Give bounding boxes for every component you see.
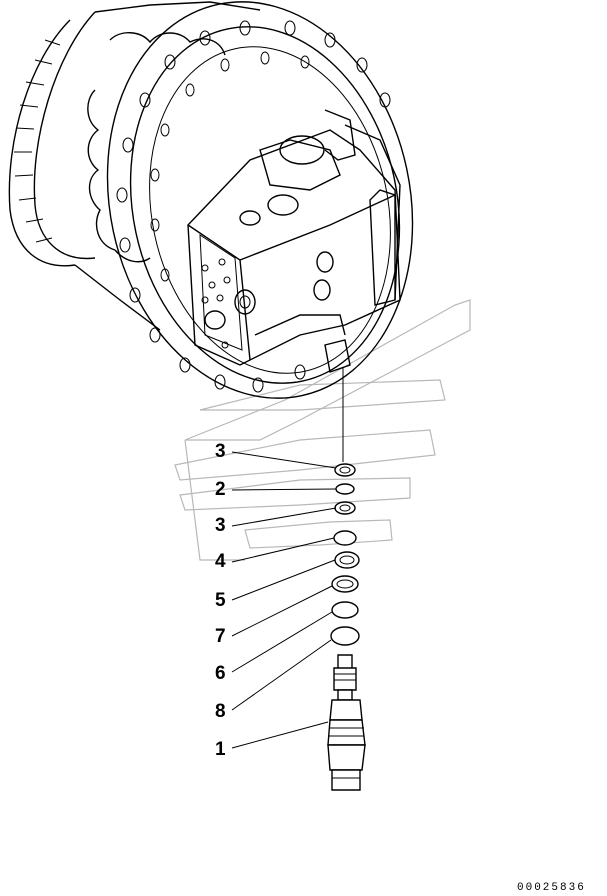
part-8 (330, 626, 360, 646)
parts-stack (327, 463, 366, 791)
travel-motor-housing (8, 1, 414, 399)
callout-7: 7 (215, 626, 226, 647)
callout-8: 8 (215, 701, 226, 722)
callout-1: 1 (215, 739, 226, 760)
callout-3-lower: 3 (215, 515, 226, 536)
callout-leaders (231, 451, 337, 749)
callout-5: 5 (215, 590, 226, 611)
callout-3-upper: 3 (215, 441, 226, 462)
part-1-valve-cartridge (327, 654, 366, 791)
part-4 (333, 530, 357, 546)
watermark-logo (174, 299, 471, 561)
callout-2: 2 (215, 479, 226, 500)
part-7 (331, 575, 359, 593)
part-5 (334, 551, 360, 569)
callout-4: 4 (215, 551, 226, 572)
callout-6: 6 (215, 663, 226, 684)
part-3-lower (334, 501, 356, 515)
part-2 (335, 483, 355, 495)
part-3-upper (334, 463, 356, 477)
part-6 (331, 601, 359, 619)
document-id: 00025836 (517, 882, 586, 894)
